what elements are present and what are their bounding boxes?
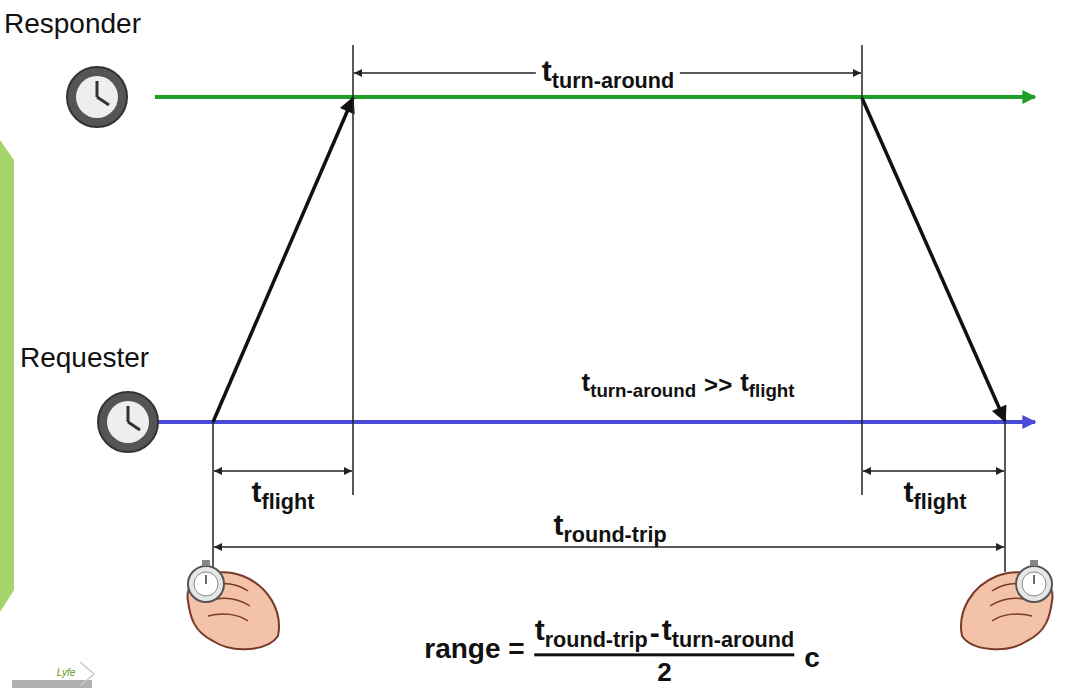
symbol-letter: t [740, 367, 749, 397]
subscript: flight [262, 489, 315, 514]
subscript: flight [914, 489, 967, 514]
formula-left: range = [424, 635, 524, 666]
responder-timeline [155, 95, 1035, 99]
side-bar [0, 140, 14, 612]
subscript: flight [749, 380, 795, 401]
text-label: range = [424, 635, 524, 666]
symbol-letter: t [553, 508, 563, 541]
dimension-lines [214, 73, 1004, 547]
fraction: tround-trip-tturn-around2 [535, 613, 794, 686]
denominator: 2 [535, 658, 794, 687]
time-label: tturn-around [581, 368, 696, 402]
response-arrow [862, 98, 1005, 421]
stopwatch-hand [961, 560, 1052, 649]
time-label: tflight [904, 475, 967, 514]
symbol-letter: t [535, 613, 545, 646]
subscript: turn-around [590, 380, 696, 401]
text-label: Responder [4, 9, 141, 40]
time-label: tround-trip [535, 613, 648, 652]
symbol-letter: t [581, 367, 590, 397]
time-label: tturn-around [662, 613, 794, 652]
extension-lines [213, 45, 1005, 572]
subscript: round-trip [563, 522, 666, 547]
time-label: tflight [740, 368, 794, 402]
clock-icon [67, 67, 127, 127]
subscript: turn-around [552, 68, 674, 93]
text-label: >> [704, 372, 732, 398]
request-arrow [213, 98, 353, 422]
note-row: tturn-around>>tflight [581, 368, 794, 402]
subscript: round-trip [545, 627, 648, 652]
watermark-logo [12, 662, 94, 688]
text-label: Requester [20, 343, 149, 374]
symbol-letter: t [252, 475, 262, 508]
stopwatch-hand [188, 560, 279, 649]
text-label: - [650, 616, 660, 649]
fraction-bar [535, 653, 794, 656]
text-label: 2 [657, 658, 671, 687]
text-label: Lyfe [57, 667, 76, 678]
subscript: turn-around [672, 627, 794, 652]
text-label: c [804, 644, 820, 675]
numerator: tround-trip-tturn-around [535, 613, 794, 652]
requester-timeline [155, 420, 1035, 424]
symbol-letter: t [904, 475, 914, 508]
range-formula: range =tround-trip-tturn-around2c [424, 613, 819, 686]
time-label: tround-trip [553, 508, 666, 547]
formula-right: c [804, 626, 820, 675]
time-label: tturn-around [536, 54, 680, 93]
symbol-letter: t [542, 54, 552, 87]
time-label: tflight [252, 475, 315, 514]
clock-icon [98, 392, 158, 452]
symbol-letter: t [662, 613, 672, 646]
